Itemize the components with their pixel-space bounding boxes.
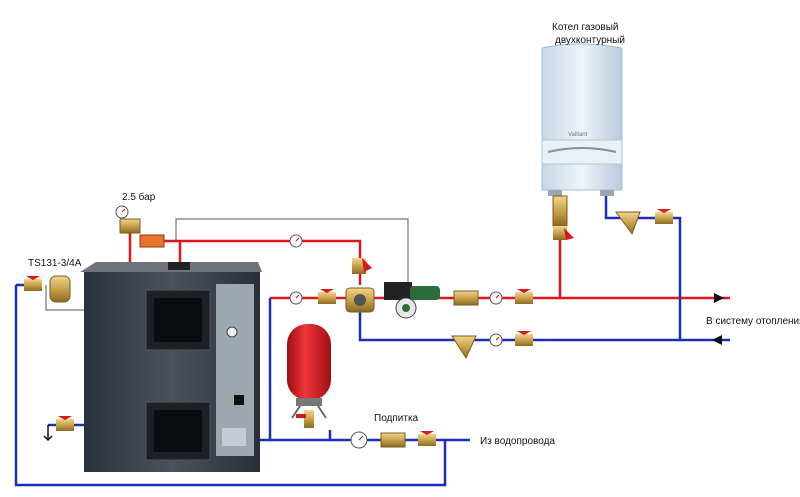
safety-valve [139,234,165,248]
gas-boiler-label-line1: Котел газовый [552,22,618,33]
safety-group [119,218,141,234]
gas-boiler: Vaillant [541,43,623,196]
drain-icon [43,425,53,442]
ball-valve-2 [515,289,533,304]
capillary-lines [45,218,409,311]
union-fitting-1 [453,290,479,306]
expansion-tank [287,324,331,428]
thermometer-3 [489,291,503,305]
thermometer-4 [489,333,503,347]
return-arrow-icon [712,335,722,345]
thermometer-1 [289,234,303,248]
fittings [49,195,641,448]
boiler-supply-fitting [552,195,568,227]
thermometer-2 [289,291,303,305]
supply-arrow-icon [714,293,724,303]
valve-model-label: TS131-3/4A [28,258,82,269]
pressure-label: 2.5 бар [122,191,156,203]
makeup-label: Подпитка [374,413,419,424]
pressure-manometer [115,205,129,219]
ball-valve-4 [655,209,673,224]
ball-valve-7 [56,416,74,431]
to-heating-label: В систему отопления [706,316,800,327]
from-water-supply-label: Из водопровода [480,436,555,447]
makeup-manometer [350,431,368,449]
circulation-pump [384,282,440,319]
boiler-return-filter [615,211,641,236]
ball-valve-6 [24,276,42,291]
thermal-valve-body [49,275,71,303]
three-way-valve [345,287,375,313]
ball-valve-1 [318,289,336,304]
gas-boiler-label-line2: двухконтурный [555,35,625,46]
union-fitting-2 [380,432,406,448]
ball-valve-5 [418,431,436,446]
ball-valve-8 [553,226,574,240]
gauges [115,205,503,449]
ball-valve-9 [352,258,372,274]
ball-valves [24,209,673,446]
ball-valve-3 [515,331,533,346]
boiler-brand: Vaillant [568,132,588,138]
solid-fuel-stove [80,262,262,472]
return-filter [451,335,477,360]
